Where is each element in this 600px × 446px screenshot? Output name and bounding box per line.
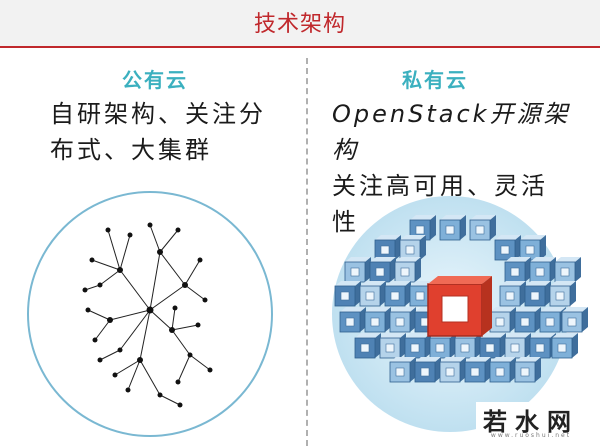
cube: [529, 257, 556, 283]
cube: [379, 333, 406, 359]
page-title: 技术架构: [253, 12, 346, 37]
cube: [374, 235, 401, 261]
cube: [344, 257, 371, 283]
private-cloud-title: 私有云: [402, 68, 468, 92]
openstack-cube-diagram: [332, 196, 588, 432]
cube: [524, 281, 551, 307]
cube: [489, 357, 516, 383]
private-cloud-description: OpenStack开源架构 关注高可用、灵活 性: [332, 96, 592, 240]
private-cloud-line-3: 性: [332, 208, 359, 236]
public-cloud-line-2: 布式、大集群: [50, 136, 212, 164]
cube: [554, 257, 581, 283]
header-underline: [0, 46, 600, 48]
cube: [494, 235, 521, 261]
distributed-network-diagram: [27, 191, 273, 437]
cube: [414, 357, 441, 383]
cube: [479, 333, 506, 359]
cube: [464, 357, 491, 383]
cube: [394, 257, 421, 283]
cube: [384, 281, 411, 307]
cube: [514, 357, 541, 383]
cube: [369, 257, 396, 283]
cube: [561, 307, 588, 333]
column-divider: [306, 58, 308, 446]
cube: [499, 281, 526, 307]
cube: [339, 307, 366, 333]
public-cloud-title: 公有云: [122, 68, 188, 92]
watermark-subtext: www.ruoshui.net: [490, 432, 572, 439]
private-cloud-line-1: OpenStack开源架构: [332, 100, 571, 164]
watermark-text: 若水网: [483, 407, 579, 436]
network-circle: [27, 191, 273, 437]
cube: [549, 281, 576, 307]
cube: [439, 215, 466, 241]
cube: [489, 307, 516, 333]
cube: [504, 333, 531, 359]
cube: [469, 215, 496, 241]
cube: [514, 307, 541, 333]
header-bar: 技术架构: [0, 0, 600, 46]
cube: [454, 333, 481, 359]
cube: [404, 333, 431, 359]
cube: [364, 307, 391, 333]
network-nodes: [82, 222, 213, 408]
cube: [359, 281, 386, 307]
cube: [389, 357, 416, 383]
network-edges: [84, 224, 211, 406]
cube: [354, 333, 381, 359]
cube: [334, 281, 361, 307]
public-cloud-line-1: 自研架构、关注分: [50, 100, 266, 128]
cube: [399, 235, 426, 261]
cube-stack: [334, 215, 588, 383]
cube: [519, 235, 546, 261]
cube: [389, 307, 416, 333]
private-cloud-line-2: 关注高可用、灵活: [332, 172, 548, 200]
cube: [551, 333, 578, 359]
core-cube: [427, 276, 492, 337]
watermark: 若水网 www.ruoshui.net: [476, 402, 586, 442]
public-cloud-description: 自研架构、关注分 布式、大集群: [50, 96, 295, 168]
cube: [439, 357, 466, 383]
cube: [504, 257, 531, 283]
